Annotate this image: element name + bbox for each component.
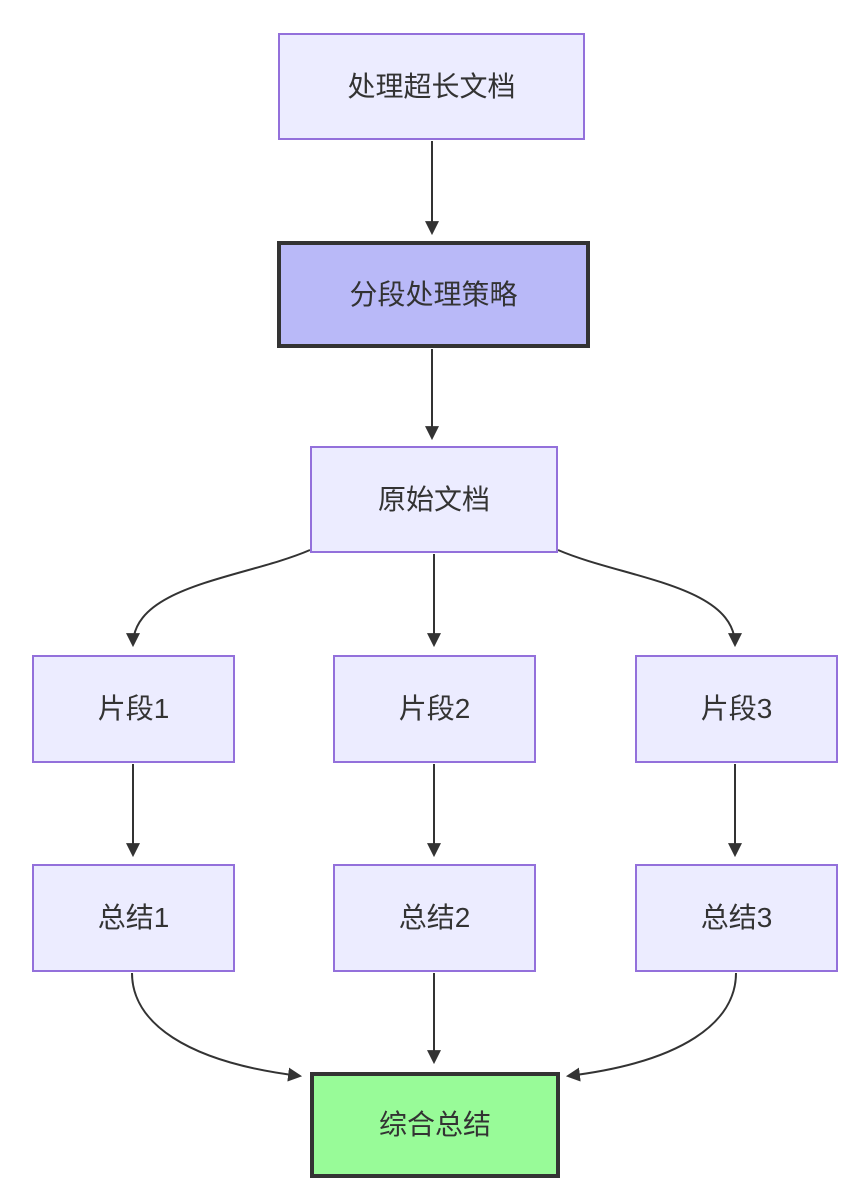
node-label: 片段1 [97,693,170,725]
node-label: 综合总结 [378,1109,491,1141]
node-label: 总结3 [700,902,773,934]
edge-summary1-to-final [131,972,303,1082]
node-label: 总结1 [97,902,170,934]
node-handle-long-document: 处理超长文档 [278,33,585,140]
node-summary-1: 总结1 [32,864,235,972]
node-combined-summary: 综合总结 [310,1072,560,1178]
node-label: 片段2 [398,693,471,725]
node-original-document: 原始文档 [310,446,558,553]
node-label: 原始文档 [377,483,490,515]
node-fragment-3: 片段3 [635,655,838,763]
node-label: 分段处理策略 [349,278,518,310]
node-label: 处理超长文档 [347,70,516,102]
node-label: 片段3 [700,693,773,725]
node-fragment-2: 片段2 [333,655,536,763]
edge-doc-to-fragment-1 [126,549,311,648]
node-label: 总结2 [398,902,471,934]
edge-summary3-to-final [565,972,737,1082]
node-summary-2: 总结2 [333,864,536,972]
node-fragment-1: 片段1 [32,655,235,763]
node-summary-3: 总结3 [635,864,838,972]
node-segmentation-strategy: 分段处理策略 [277,241,590,348]
edge-doc-to-fragment-3 [557,549,742,648]
